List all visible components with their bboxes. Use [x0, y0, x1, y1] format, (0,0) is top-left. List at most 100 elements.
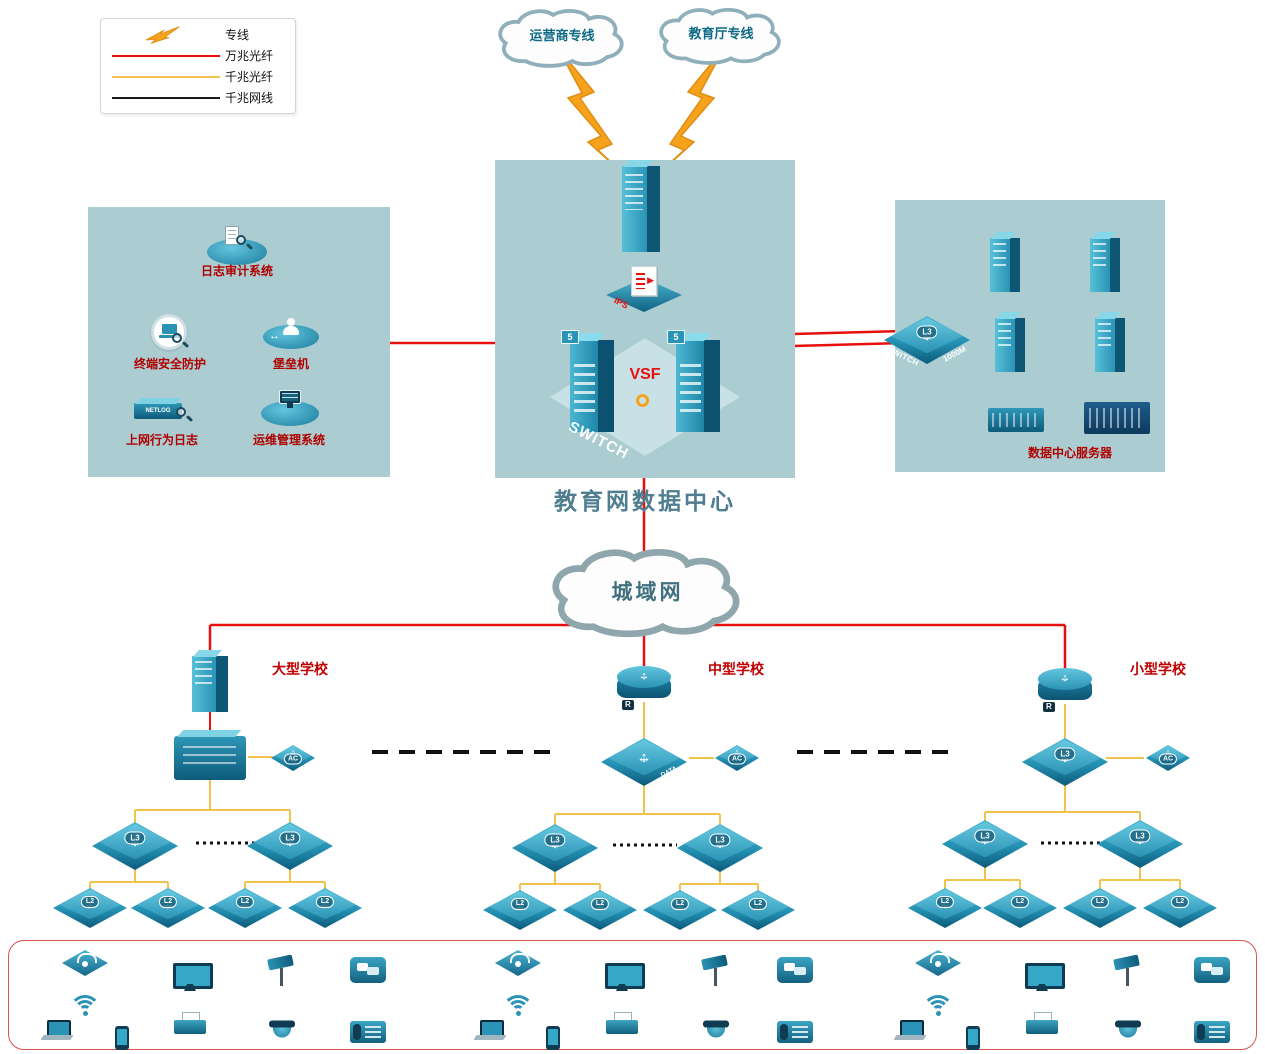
dome-camera-icon	[1115, 1020, 1141, 1040]
carrier-cloud: 运营商专线	[486, 6, 638, 70]
school-name-small: 小型学校	[1130, 661, 1186, 677]
l3-badge: L3	[974, 829, 996, 843]
terminal-security-icon	[150, 313, 190, 353]
l3-badge: L3	[916, 325, 938, 339]
l2-access-switch: L2 SWITCH 1000M	[208, 888, 282, 933]
school-server-icon	[192, 656, 228, 712]
switch-arrows-icon	[601, 749, 687, 767]
school-name-medium: 中型学校	[708, 661, 764, 677]
ops-management-icon	[259, 390, 321, 426]
server-tower-icon	[1090, 238, 1120, 292]
school-router: R	[617, 666, 671, 711]
log-audit-label: 日志审计系统	[200, 264, 273, 278]
education-cloud: 教育厅专线	[644, 5, 798, 67]
printer-icon	[174, 1012, 206, 1034]
legend-label: 专线	[225, 28, 250, 42]
bastion-host-icon: ↔	[261, 316, 321, 350]
carrier-cloud-label: 运营商专线	[529, 27, 595, 43]
ptz-camera-icon	[701, 955, 731, 987]
l2-access-switch: L2 SWITCH 1000M	[288, 888, 362, 933]
netlog-label: 上网行为日志	[125, 433, 198, 447]
log-audit-icon	[205, 226, 269, 266]
l2-access-switch: L2 SWITCH 1000M	[983, 888, 1057, 933]
l3-distribution-switch: L3 SWITCH 1000M	[92, 822, 178, 874]
legend-row-1g-cable: 千兆网线	[107, 87, 289, 108]
yellow-line-icon	[107, 75, 225, 78]
l2-badge: L2	[510, 897, 530, 910]
l2-badge: L2	[315, 895, 335, 908]
legend: 专线 万兆光纤 千兆光纤 千兆网线	[100, 18, 296, 114]
desktop-monitor-icon	[605, 963, 645, 991]
l2-access-switch: L2 SWITCH 1000M	[1063, 888, 1137, 933]
laptop-icon	[895, 1020, 925, 1040]
l2-badge: L2	[748, 897, 768, 910]
ac-badge: AC	[727, 753, 747, 765]
switch-arrows-icon	[271, 747, 315, 757]
server-panel-title: 数据中心服务器	[1027, 446, 1112, 460]
laptop-icon	[42, 1020, 72, 1040]
l3-badge: L3	[279, 831, 301, 845]
l2-badge: L2	[1090, 895, 1110, 908]
vsf-label: VSF	[629, 366, 661, 383]
l2-badge: L2	[1170, 895, 1190, 908]
legend-row-dedicated: 专线	[107, 24, 289, 45]
desktop-monitor-icon	[173, 963, 213, 991]
legend-label: 千兆网线	[225, 91, 274, 105]
l2-badge: L2	[590, 897, 610, 910]
l3-badge: L3	[1129, 829, 1151, 843]
core-switch-right: 5	[667, 330, 720, 432]
legend-label: 千兆光纤	[225, 70, 274, 84]
l2-badge: L2	[935, 895, 955, 908]
blade-chassis-icon	[1084, 402, 1150, 434]
l2-access-switch: L2 SWITCH 1000M	[563, 890, 637, 935]
core-switch-left: 5	[561, 330, 614, 432]
l2-access-switch: L2 SWITCH 1000M	[721, 890, 795, 935]
endpoint-devices-box	[8, 940, 1257, 1050]
series-tag: 5	[561, 330, 579, 344]
data-center-switch: SWITCH DATA CENTER	[601, 738, 687, 790]
l2-access-switch: L2 SWITCH 1000M	[643, 890, 717, 935]
l3-distribution-switch: L3 SWITCH 1000M	[1097, 820, 1183, 872]
desk-phone-icon	[1194, 1021, 1230, 1043]
l2-badge: L2	[158, 895, 178, 908]
desk-phone-icon	[777, 1021, 813, 1043]
storage-unit-icon	[988, 408, 1044, 432]
l2-access-switch: L2 SWITCH 1000M	[53, 888, 127, 933]
router-badge: R	[621, 699, 635, 711]
l2-access-switch: L2 SWITCH 1000M	[131, 888, 205, 933]
series-tag: 5	[667, 330, 685, 344]
legend-row-10g: 万兆光纤	[107, 45, 289, 66]
collaboration-device-icon	[777, 957, 813, 983]
l3-distribution-switch: L3 SWITCH 1000M	[677, 824, 763, 876]
l2-badge: L2	[670, 897, 690, 910]
education-cloud-label: 教育厅专线	[688, 25, 754, 41]
ac-badge: AC	[283, 753, 303, 765]
wifi-signal-icon	[501, 993, 535, 1016]
collaboration-device-icon	[1194, 957, 1230, 983]
school-name-large: 大型学校	[272, 661, 328, 677]
l3-badge: L3	[544, 833, 566, 847]
l2-badge: L2	[235, 895, 255, 908]
l3-badge: L3	[124, 831, 146, 845]
smartphone-icon	[546, 1026, 560, 1050]
l2-access-switch: L2 SWITCH 1000M	[1143, 888, 1217, 933]
legend-label: 万兆光纤	[225, 49, 274, 63]
data-center-title: 教育网数据中心	[554, 489, 736, 514]
man-cloud: 城域网	[535, 545, 760, 640]
server-tower-icon	[995, 318, 1025, 372]
l3-distribution-switch: L3 SWITCH 1000M	[512, 824, 598, 876]
school-router: R	[1038, 668, 1092, 713]
wifi-signal-icon	[68, 993, 102, 1016]
smartphone-icon	[966, 1026, 980, 1050]
ips-device: IPS	[606, 266, 682, 312]
router-badge: R	[1042, 701, 1056, 713]
router-arrows-icon	[1038, 671, 1092, 685]
smartphone-icon	[115, 1026, 129, 1050]
printer-icon	[1026, 1012, 1058, 1034]
desktop-monitor-icon	[1025, 963, 1065, 991]
l3-badge: L3	[1054, 747, 1076, 761]
dome-camera-icon	[269, 1020, 295, 1040]
l3-badge: L3	[709, 833, 731, 847]
switch-arrows-icon	[715, 747, 759, 757]
